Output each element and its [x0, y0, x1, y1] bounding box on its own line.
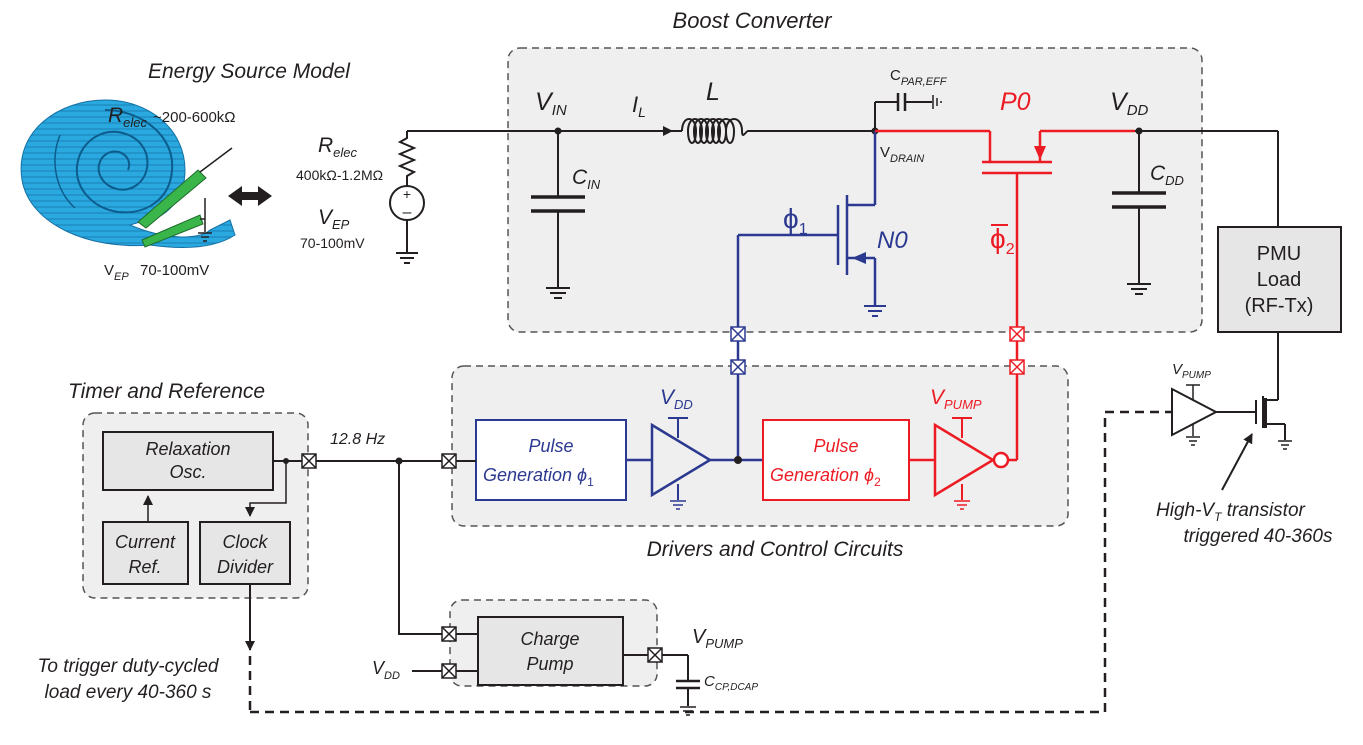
timer-title: Timer and Reference — [68, 380, 265, 403]
driver-buffer-phi1 — [650, 422, 713, 498]
relec-value-model: 400kΩ-1.2MΩ — [296, 167, 383, 183]
cpar-label: CPAR,EFF — [890, 67, 948, 88]
equivalence-arrow-icon — [228, 186, 272, 206]
charge-pump-l1: Charge — [520, 629, 579, 649]
vep-range-source: 70-100mV — [140, 262, 209, 279]
cin-label: CIN — [572, 166, 601, 192]
driver-buffer-phi2 — [933, 422, 996, 498]
current-ref-box — [102, 521, 189, 585]
pulse-gen-phi2-box — [762, 419, 910, 501]
vdd-label: VDD — [1110, 88, 1149, 119]
vep-label-model: VEP — [318, 206, 350, 232]
charge-pump-box — [477, 616, 624, 686]
resistor-relec — [397, 131, 417, 186]
high-vt-label-2: triggered 40-360s — [1184, 526, 1333, 547]
pad-icon — [441, 626, 663, 679]
pulse-gen-phi1-l2: Generation ϕ1 — [483, 465, 594, 489]
vep-value-model: 70-100mV — [300, 235, 365, 251]
svg-text:+: + — [403, 186, 411, 202]
trigger-vpump-label: VPUMP — [1172, 361, 1211, 381]
ground-icon — [396, 252, 418, 264]
pmos-p0 — [875, 129, 1135, 327]
ground-icon — [954, 500, 970, 510]
duty-cycle-label-1: To trigger duty-cycled — [38, 656, 220, 677]
il-label: IL — [632, 92, 646, 120]
pmu-load-box — [1217, 226, 1342, 333]
clock-freq-label: 12.8 Hz — [330, 431, 385, 448]
cp-vdd-label: VDD — [372, 658, 400, 682]
clock-divider-l2: Divider — [217, 557, 274, 577]
pulse-gen-phi2-l2: Generation ϕ2 — [770, 465, 881, 489]
phi2-gate-label: ϕ2 — [990, 223, 1015, 258]
pad-icon — [730, 326, 746, 375]
ground-icon — [198, 232, 212, 242]
trigger-dashed-line — [250, 410, 1172, 714]
charge-pump-l2: Pump — [526, 654, 573, 674]
vdrain-label: VDRAIN — [880, 144, 924, 165]
relec-label-source: Relec — [108, 104, 148, 130]
inductor-label: L — [706, 78, 720, 106]
trigger-buffer — [1171, 387, 1219, 437]
pmu-label-1: PMU — [1257, 243, 1301, 265]
ground-icon — [1186, 436, 1200, 446]
vin-label: VIN — [535, 88, 567, 119]
relaxation-osc-box — [102, 431, 274, 491]
pmu-label-2: Load — [1257, 269, 1302, 291]
current-ref-l2: Ref. — [128, 557, 161, 577]
cp-vpump-label: VPUMP — [692, 626, 743, 651]
relec-range-source: ~200-600kΩ — [153, 109, 236, 126]
ground-icon — [1278, 440, 1292, 450]
clock-divider-box — [199, 521, 291, 585]
pmu-label-3: (RF-Tx) — [1245, 295, 1314, 317]
pulse-gen-phi1-l1: Pulse — [528, 436, 573, 456]
pulse-gen-phi2-l1: Pulse — [813, 436, 858, 456]
nmos-n0 — [736, 131, 877, 327]
ground-icon — [1127, 283, 1151, 295]
ground-icon — [932, 95, 942, 109]
p0-label: P0 — [1000, 88, 1031, 116]
electrode-icon — [137, 169, 207, 229]
n0-label: N0 — [877, 227, 908, 254]
energy-source-title: Energy Source Model — [148, 60, 351, 83]
clock-divider-l1: Clock — [222, 532, 268, 552]
duty-cycle-label-2: load every 40-360 s — [45, 682, 212, 703]
boost-converter-title: Boost Converter — [673, 8, 834, 33]
boost-converter-region — [507, 47, 1203, 333]
vep-label-source: VEP — [104, 262, 129, 283]
relaxation-osc-l2: Osc. — [169, 462, 206, 482]
relec-label-model: Relec — [318, 134, 358, 160]
ground-icon — [864, 305, 886, 317]
driver1-supply-label: VDD — [660, 386, 693, 412]
phi1-gate-label: ϕ1 — [783, 203, 808, 238]
ccp-label: CCP,DCAP — [704, 673, 758, 693]
relaxation-osc-l1: Relaxation — [145, 439, 230, 459]
high-vt-label-1: High-VT transistor — [1156, 500, 1306, 524]
electrode-icon — [141, 214, 204, 248]
driver2-supply-label: VPUMP — [930, 386, 982, 412]
high-vt-transistor — [1255, 332, 1286, 440]
current-ref-l1: Current — [115, 532, 176, 552]
svg-text:–: – — [403, 204, 412, 221]
ground-icon — [546, 287, 570, 299]
pad-icon — [1009, 326, 1025, 375]
drivers-title: Drivers and Control Circuits — [647, 538, 904, 561]
cdd-label: CDD — [1150, 162, 1184, 188]
inductor-l — [681, 118, 749, 144]
ground-icon — [670, 500, 686, 510]
cochlea-illustration — [20, 99, 236, 249]
pulse-gen-phi1-box — [475, 419, 627, 501]
